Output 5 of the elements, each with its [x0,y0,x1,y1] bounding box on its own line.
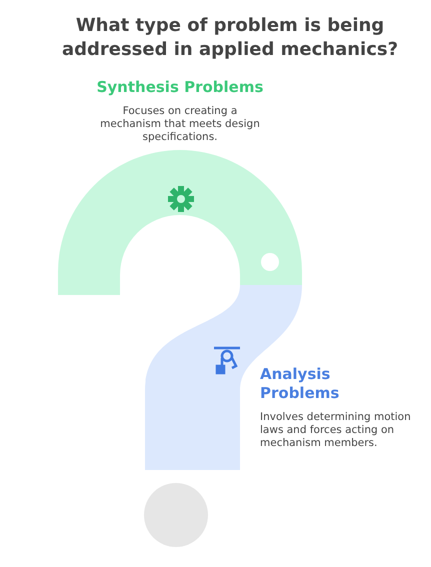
description: Involves determining motion laws and forces acting on mechanism members. [260,411,412,450]
description: Focuses on creating a mechanism that meets design specifications. [99,105,261,144]
title: What type of problem is being addressed in applied mechanics? [60,14,400,62]
heading: Analysis Problems [260,365,340,403]
heading: Synthesis Problems [96,78,264,97]
